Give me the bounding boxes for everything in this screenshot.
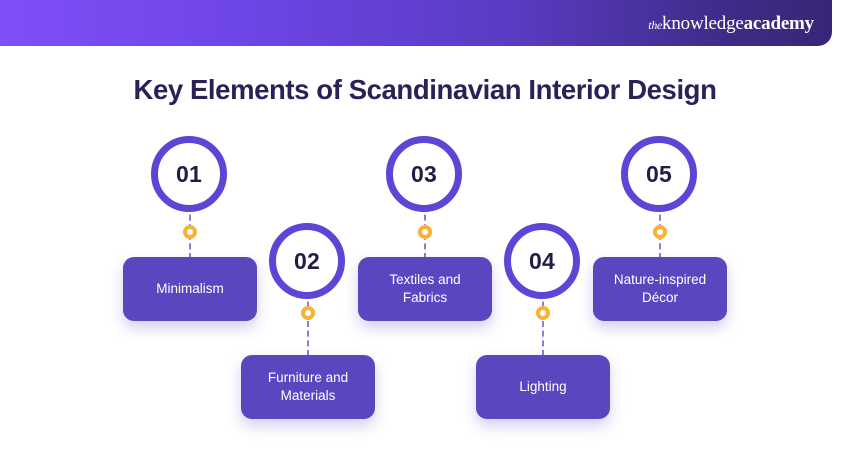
step-number-03: 03 — [411, 160, 437, 187]
marker-ring-02 — [301, 306, 315, 320]
connector-line-04 — [542, 292, 544, 356]
step-circle-02[interactable]: 02 — [269, 223, 345, 299]
step-number-02: 02 — [294, 247, 320, 274]
step-label-04: Lighting — [519, 379, 567, 395]
marker-ring-04 — [536, 306, 550, 320]
step-label-05: Nature-inspired Décor — [613, 272, 707, 305]
page-title: Key Elements of Scandinavian Interior De… — [133, 74, 717, 105]
step-circle-01[interactable]: 01 — [151, 136, 227, 212]
step-label-02: Furniture and Materials — [267, 370, 349, 403]
brand-logo-knowledge: knowledge — [662, 12, 744, 34]
brand-logo-academy: academy — [743, 12, 815, 34]
brand-logo: theknowledgeacademy — [648, 14, 814, 33]
step-box-05[interactable]: Nature-inspired Décor — [593, 257, 727, 321]
step-label-01: Minimalism — [156, 281, 224, 297]
step-circle-04[interactable]: 04 — [504, 223, 580, 299]
header-bar: theknowledgeacademy — [0, 0, 832, 46]
step-circle-03[interactable]: 03 — [386, 136, 462, 212]
marker-ring-05 — [653, 225, 667, 239]
step-number-01: 01 — [176, 160, 202, 187]
step-box-04[interactable]: Lighting — [476, 355, 610, 419]
marker-ring-01 — [183, 225, 197, 239]
step-box-03[interactable]: Textiles and Fabrics — [358, 257, 492, 321]
step-number-05: 05 — [646, 160, 672, 187]
step-box-01[interactable]: Minimalism — [123, 257, 257, 321]
marker-ring-03 — [418, 225, 432, 239]
step-circle-05[interactable]: 05 — [621, 136, 697, 212]
brand-logo-the: the — [648, 17, 663, 32]
connector-line-02 — [307, 292, 309, 356]
step-label-03: Textiles and Fabrics — [389, 272, 461, 305]
step-box-02[interactable]: Furniture and Materials — [241, 355, 375, 419]
step-number-04: 04 — [529, 247, 555, 274]
